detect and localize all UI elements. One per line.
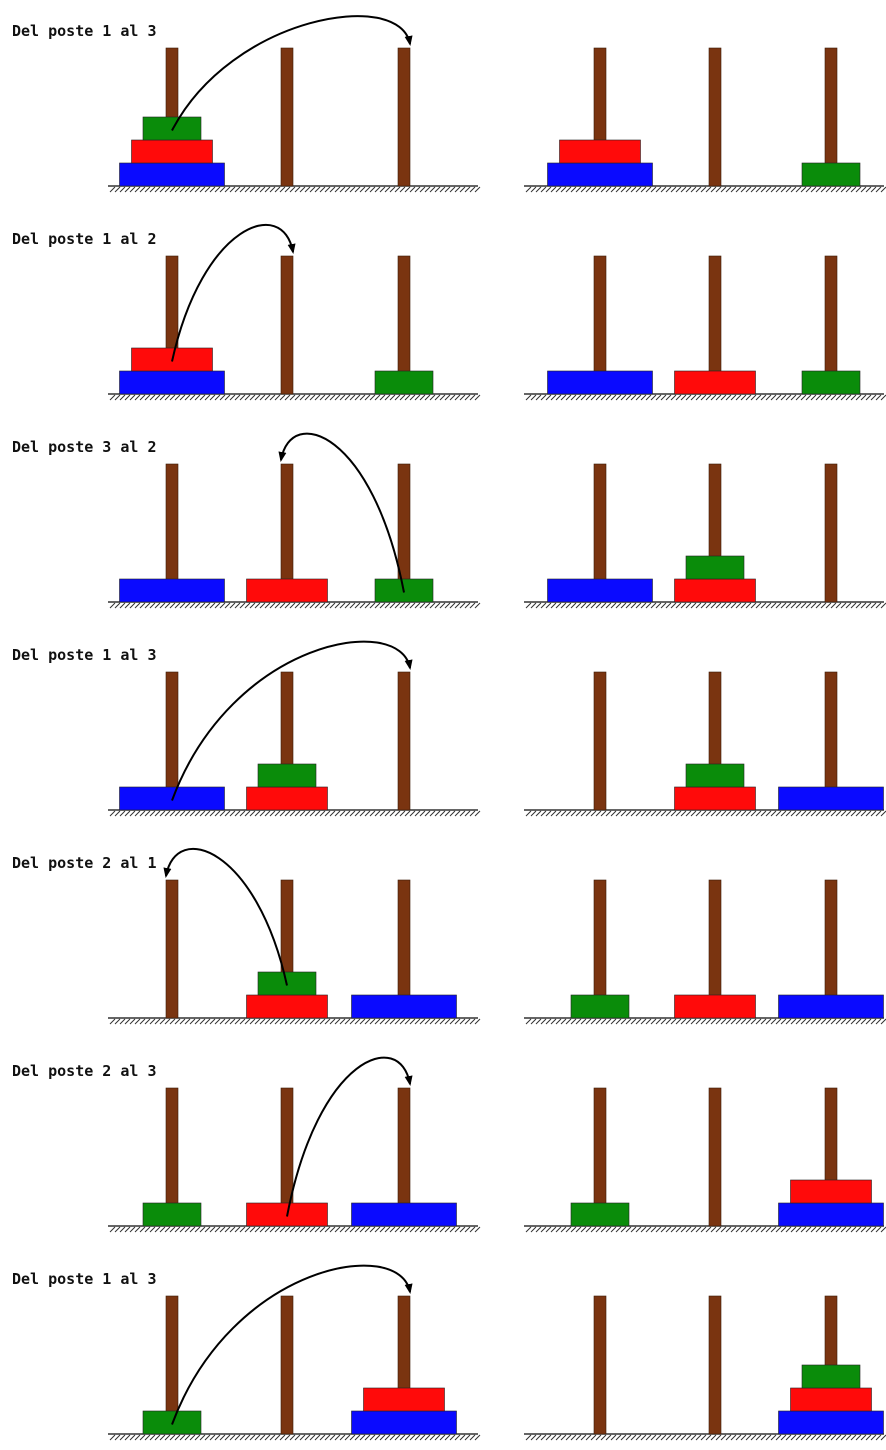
disk-large bbox=[351, 994, 457, 1019]
step-label: Del poste 1 al 2 bbox=[12, 230, 157, 248]
step-1: Del poste 1 al 3 bbox=[12, 15, 886, 193]
move-arrow bbox=[171, 15, 413, 131]
ground-before-hatch bbox=[109, 394, 481, 401]
disk-medium bbox=[246, 578, 328, 603]
state-before bbox=[108, 15, 481, 193]
disk-medium bbox=[131, 139, 213, 164]
step-label: Del poste 1 al 3 bbox=[12, 646, 157, 664]
peg-2 bbox=[280, 1295, 294, 1435]
peg-3 bbox=[397, 671, 411, 811]
disk-large bbox=[778, 994, 884, 1019]
disk-medium bbox=[246, 786, 328, 811]
step-label: Del poste 1 al 3 bbox=[12, 1270, 157, 1288]
disk-large bbox=[351, 1202, 457, 1227]
state-before bbox=[108, 432, 481, 609]
peg-2 bbox=[708, 1295, 722, 1435]
ground-after-hatch bbox=[525, 186, 886, 193]
state-before bbox=[108, 1264, 481, 1441]
state-after bbox=[524, 255, 886, 401]
disk-large bbox=[778, 1202, 884, 1227]
disk-medium bbox=[674, 994, 756, 1019]
disk-large bbox=[778, 786, 884, 811]
disk-small bbox=[257, 763, 317, 788]
disk-large bbox=[547, 370, 653, 395]
ground-after-hatch bbox=[525, 602, 886, 609]
peg-1 bbox=[593, 1295, 607, 1435]
disk-medium bbox=[363, 1387, 445, 1412]
step-label: Del poste 2 al 1 bbox=[12, 854, 157, 872]
ground-after-hatch bbox=[525, 1226, 886, 1233]
disk-large bbox=[119, 370, 225, 395]
disk-small bbox=[570, 1202, 630, 1227]
disk-large bbox=[547, 578, 653, 603]
state-after bbox=[524, 47, 886, 193]
step-label: Del poste 1 al 3 bbox=[12, 22, 157, 40]
step-3: Del poste 3 al 2 bbox=[12, 432, 886, 609]
state-after bbox=[524, 1295, 886, 1441]
step-2: Del poste 1 al 2 bbox=[12, 224, 886, 401]
step-label: Del poste 3 al 2 bbox=[12, 438, 157, 456]
ground-after-hatch bbox=[525, 810, 886, 817]
disk-large bbox=[119, 162, 225, 187]
state-after bbox=[524, 671, 886, 817]
disk-medium bbox=[790, 1387, 872, 1412]
disk-small bbox=[685, 763, 745, 788]
peg-2 bbox=[280, 255, 294, 395]
ground-before-hatch bbox=[109, 1018, 481, 1025]
ground-before-hatch bbox=[109, 810, 481, 817]
ground-before-hatch bbox=[109, 1226, 481, 1233]
peg-2 bbox=[708, 1087, 722, 1227]
disk-medium bbox=[674, 578, 756, 603]
peg-3 bbox=[397, 47, 411, 187]
disk-small bbox=[801, 370, 861, 395]
ground-before-hatch bbox=[109, 186, 481, 193]
move-arrow bbox=[163, 848, 288, 986]
disk-small bbox=[142, 1202, 202, 1227]
ground-after-hatch bbox=[525, 1434, 886, 1441]
ground-before-hatch bbox=[109, 1434, 481, 1441]
state-before bbox=[108, 640, 481, 817]
disk-medium bbox=[790, 1179, 872, 1204]
disk-large bbox=[778, 1410, 884, 1435]
move-arrow bbox=[171, 224, 296, 362]
step-7: Del poste 1 al 3 bbox=[12, 1264, 886, 1441]
move-arrow bbox=[171, 1264, 413, 1425]
disk-small bbox=[801, 1364, 861, 1389]
disk-small bbox=[685, 555, 745, 580]
peg-1 bbox=[165, 879, 179, 1019]
move-arrow bbox=[286, 1056, 413, 1217]
disk-small bbox=[570, 994, 630, 1019]
step-label: Del poste 2 al 3 bbox=[12, 1062, 157, 1080]
state-before bbox=[108, 224, 481, 401]
disk-large bbox=[119, 578, 225, 603]
disk-small bbox=[374, 370, 434, 395]
disk-large bbox=[351, 1410, 457, 1435]
disk-small bbox=[801, 162, 861, 187]
state-before bbox=[108, 848, 481, 1025]
disk-large bbox=[547, 162, 653, 187]
disk-medium bbox=[559, 139, 641, 164]
step-4: Del poste 1 al 3 bbox=[12, 640, 886, 817]
disk-medium bbox=[674, 786, 756, 811]
move-arrow bbox=[278, 432, 405, 593]
peg-1 bbox=[593, 671, 607, 811]
step-6: Del poste 2 al 3 bbox=[12, 1056, 886, 1233]
peg-3 bbox=[824, 463, 838, 603]
peg-2 bbox=[708, 47, 722, 187]
ground-after-hatch bbox=[525, 394, 886, 401]
disk-medium bbox=[246, 994, 328, 1019]
ground-after-hatch bbox=[525, 1018, 886, 1025]
step-5: Del poste 2 al 1 bbox=[12, 848, 886, 1025]
state-after bbox=[524, 463, 886, 609]
move-arrow bbox=[171, 640, 413, 801]
peg-2 bbox=[280, 47, 294, 187]
state-before bbox=[108, 1056, 481, 1233]
ground-before-hatch bbox=[109, 602, 481, 609]
disk-medium bbox=[674, 370, 756, 395]
state-after bbox=[524, 879, 886, 1025]
state-after bbox=[524, 1087, 886, 1233]
